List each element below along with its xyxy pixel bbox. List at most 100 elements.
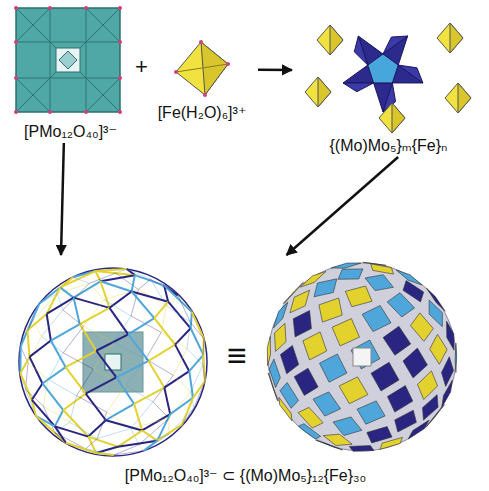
polyhedron-tile <box>332 319 359 346</box>
wire-edge <box>203 365 205 381</box>
polyhedron-tile <box>357 401 385 424</box>
polyhedron-tile <box>293 311 311 337</box>
reaction-arrow <box>258 69 292 72</box>
polyhedron-tile <box>338 269 363 279</box>
wire-edge <box>100 281 131 291</box>
phosphate <box>59 51 77 69</box>
polyhedron-tile <box>294 368 318 395</box>
cluster-node: {(Mo)Mo₅}ₘ{Fe}ₙ <box>292 12 485 157</box>
polyhedron-tile <box>371 362 399 391</box>
wire-edge <box>194 381 205 408</box>
wire-edge <box>132 275 135 291</box>
wire-edge <box>55 410 63 426</box>
reaction-arrow <box>287 157 399 255</box>
wire-edge <box>128 318 154 334</box>
polyhedron-tile <box>331 263 361 268</box>
mo-octahedron <box>343 83 374 92</box>
wire-edge <box>148 345 175 361</box>
wire-edge <box>84 326 114 342</box>
wire-edge <box>66 443 96 453</box>
fe-octahedron <box>437 23 463 53</box>
polyhedron-tile <box>269 359 280 387</box>
operator-symbol: ≡ <box>222 336 252 375</box>
polyhedron-tile <box>280 345 298 373</box>
wire-edge <box>114 451 144 455</box>
wire-edge <box>55 433 86 449</box>
polyhedron-tile <box>371 264 394 274</box>
wire-edge <box>164 371 189 387</box>
wire-edge <box>139 445 144 451</box>
wire-edge <box>187 322 190 349</box>
wire-edge <box>132 292 155 319</box>
polyhedron-tile <box>387 386 412 413</box>
polyhedron-tile <box>430 334 447 364</box>
formula-label: [PMo₁₂O₄₀]³⁻ <box>4 122 137 141</box>
polyhedron-tile <box>349 446 374 452</box>
polyhedron-tile <box>367 427 392 443</box>
wire-edge <box>128 334 148 361</box>
wire-edge <box>151 279 167 306</box>
polyhedron-tile <box>323 434 352 445</box>
wire-edge <box>138 279 150 289</box>
keggin-cluster <box>14 6 122 114</box>
sphere-outline <box>19 268 207 456</box>
wire-edge <box>96 334 128 350</box>
central-mo <box>368 54 398 83</box>
polyhedron-tile <box>275 323 287 351</box>
wire-edge <box>107 386 126 413</box>
wire-edge <box>51 341 66 368</box>
wire-edge <box>55 426 66 442</box>
fe-octahedron <box>379 103 405 133</box>
wire-edge <box>27 330 29 357</box>
polyhedron-tile <box>387 293 414 317</box>
wire-edge <box>100 281 109 308</box>
polyhedron-tile <box>314 279 337 297</box>
wire-edge <box>28 363 48 379</box>
polyhedron-tile <box>303 332 327 360</box>
wire-edge <box>100 275 134 281</box>
fe-octahedron <box>445 83 471 113</box>
wire-edge <box>19 347 21 374</box>
wire-edge <box>48 353 63 380</box>
wire-edge <box>42 367 65 383</box>
fe-octahedron <box>317 25 343 55</box>
polyhedron-tile <box>403 348 427 378</box>
wire-edge <box>164 285 192 312</box>
wire-edge <box>106 404 134 420</box>
wire-edge <box>73 277 89 283</box>
wire-edge <box>70 422 98 438</box>
wire-edge <box>86 394 106 421</box>
wire-edge <box>164 388 170 415</box>
wire-edge <box>97 428 131 438</box>
polyhedron-tile <box>267 336 270 365</box>
wire-edge <box>173 375 190 391</box>
mo-octahedron <box>398 65 423 83</box>
polyhedron-tile <box>313 392 341 416</box>
polyhedron-tile <box>455 343 457 373</box>
formula-label: [PMo₁₂O₄₀]³⁻ ⊂ {(Mo)Mo₅}₁₂{Fe}₃₀ <box>4 466 487 485</box>
fragment-cluster <box>305 23 471 133</box>
fe-facet <box>458 83 471 113</box>
keggin-facets <box>16 8 120 112</box>
wire-edge <box>96 351 116 378</box>
cluster-node: [PMo₁₂O₄₀]³⁻ <box>4 3 137 143</box>
wire-edge <box>86 439 97 449</box>
polyhedron-tile <box>320 354 347 382</box>
wire-edge <box>203 355 204 382</box>
polyhedron-tile <box>365 275 393 291</box>
oxygen-dots <box>14 6 122 114</box>
wire-edge <box>89 283 104 299</box>
wire-edge <box>77 396 107 412</box>
sphere-ground <box>268 263 456 451</box>
wire-edge <box>74 298 110 308</box>
polyhedron-tile <box>298 407 323 428</box>
wire-edge <box>97 412 107 439</box>
formula-label: [Fe(H₂O)₆]³⁺ <box>146 103 258 122</box>
wire-edge <box>66 351 97 367</box>
mo-octahedron <box>354 36 368 65</box>
inner-core <box>353 348 371 366</box>
wire-edge <box>113 343 145 359</box>
formula-label: {(Mo)Mo₅}ₘ{Fe}ₙ <box>292 136 485 155</box>
wire-edge <box>88 420 106 436</box>
